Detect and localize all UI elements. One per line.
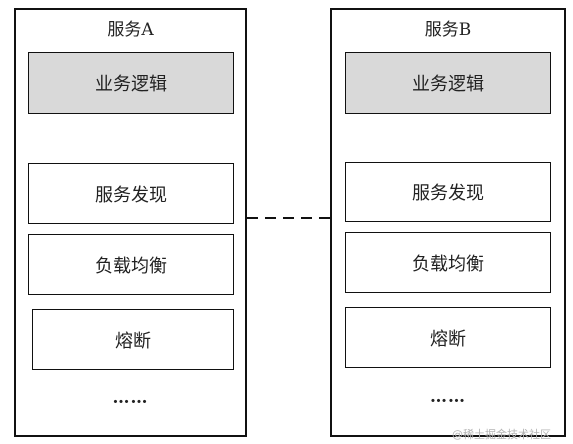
dashed-connector [247,217,330,219]
service-a-business-logic: 业务逻辑 [28,52,234,114]
service-b-circuit-breaker: 熔断 [345,307,551,368]
service-a-service-discovery: 服务发现 [28,163,234,224]
service-b-business-logic: 业务逻辑 [345,52,551,114]
service-a-circuit-breaker: 熔断 [32,309,234,370]
service-b-title: 服务B [424,20,472,40]
service-a-container: 服务A 业务逻辑 服务发现 负载均衡 熔断 …… [14,8,247,437]
watermark: @稀土掘金技术社区 [452,428,551,441]
service-b-container: 服务B 业务逻辑 服务发现 负载均衡 熔断 …… [330,8,566,437]
service-b-service-discovery: 服务发现 [345,162,551,222]
service-b-ellipsis: …… [430,387,466,407]
service-b-load-balancing: 负载均衡 [345,232,551,293]
service-a-load-balancing: 负载均衡 [28,234,234,295]
service-a-ellipsis: …… [112,388,149,408]
service-a-title: 服务A [107,20,154,40]
